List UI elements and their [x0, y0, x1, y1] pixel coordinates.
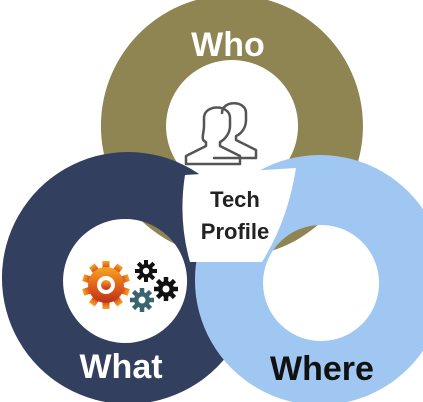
ring-label-who: Who: [191, 26, 265, 64]
ring-label-what: What: [79, 348, 162, 386]
gear-tooth: [102, 299, 110, 309]
gear-tooth: [139, 305, 145, 312]
gear-tooth: [144, 260, 148, 267]
gear-tooth: [102, 261, 110, 271]
center-region: [182, 168, 296, 262]
gear-tooth: [163, 294, 169, 301]
gears-icon: [82, 260, 178, 312]
center-label-line1: Tech: [210, 187, 260, 212]
gear-tooth: [163, 277, 169, 284]
ring-label-where: Where: [270, 350, 374, 388]
users-icon: [184, 102, 258, 166]
gear-tooth: [139, 288, 145, 295]
center-label-line2: Profile: [201, 219, 269, 244]
gear-tooth: [144, 275, 148, 282]
